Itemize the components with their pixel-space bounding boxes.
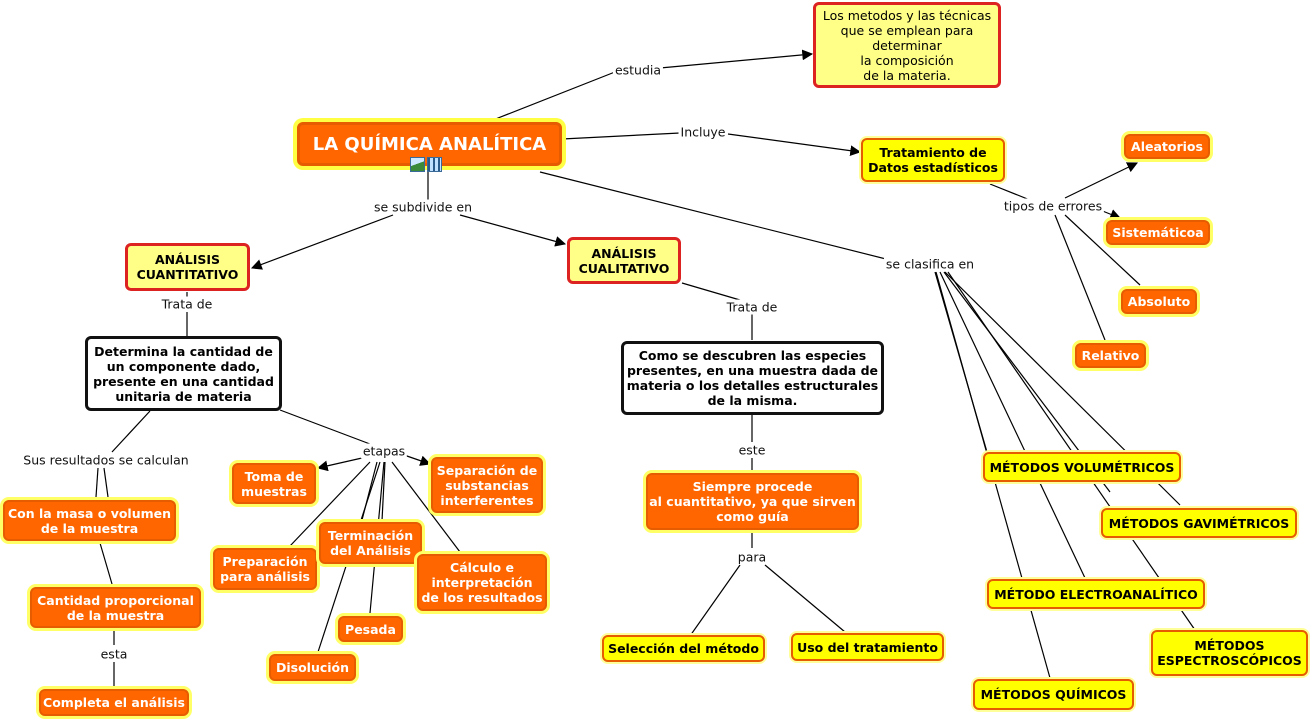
link-para-uso bbox=[764, 564, 846, 633]
label-esta: esta bbox=[98, 646, 130, 662]
link-estudia-definition bbox=[659, 49, 814, 69]
masa-node[interactable]: Con la masa o volumen de la muestra bbox=[3, 500, 176, 541]
link-subdivide-cuantitativo bbox=[250, 214, 394, 270]
link-title-incluye bbox=[561, 132, 681, 140]
link-title-estudia bbox=[492, 69, 621, 121]
label-subdivide: se subdivide en bbox=[371, 199, 475, 215]
link-tratamiento-tipos bbox=[989, 183, 1031, 201]
link-etapas-separacion bbox=[403, 454, 432, 466]
cuantitativo-node[interactable]: ANÁLISIS CUANTITATIVO bbox=[125, 243, 250, 291]
quimicos-node[interactable]: MÉTODOS QUÍMICOS bbox=[973, 679, 1134, 710]
link-subdivide-cualitativo bbox=[459, 214, 567, 247]
toma-node[interactable]: Toma de muestras bbox=[232, 463, 316, 504]
label-tipos: tipos de errores bbox=[1001, 198, 1105, 214]
label-clasifica: se clasifica en bbox=[883, 256, 977, 272]
link-etapas-preparacion bbox=[289, 461, 371, 547]
link-etapas-calculo bbox=[391, 461, 461, 553]
link-masa-cantidad bbox=[99, 542, 113, 585]
label-sus-resultados: Sus resultados se calculan bbox=[21, 452, 191, 468]
calculo-node[interactable]: Cálculo e interpretación de los resultad… bbox=[417, 554, 547, 611]
cualitativo-node[interactable]: ANÁLISIS CUALITATIVO bbox=[567, 237, 681, 284]
relativo-node[interactable]: Relativo bbox=[1075, 343, 1146, 368]
disolucion-node[interactable]: Disolución bbox=[269, 654, 356, 681]
link-tipos-absoluto bbox=[1064, 214, 1141, 286]
link-determina-sus bbox=[111, 410, 151, 453]
label-trata-1: Trata de bbox=[159, 296, 215, 312]
image-icon[interactable] bbox=[410, 157, 425, 172]
label-este: este bbox=[736, 442, 768, 458]
completa-node[interactable]: Completa el análisis bbox=[39, 689, 189, 716]
link-determina-etapas bbox=[279, 409, 371, 445]
uso-node[interactable]: Uso del tratamiento bbox=[791, 633, 944, 661]
link-sus-masa bbox=[95, 467, 99, 498]
film-icon[interactable] bbox=[427, 157, 442, 172]
siempre-node[interactable]: Siempre procede al cuantitativo, ya que … bbox=[646, 473, 859, 530]
title-resources[interactable] bbox=[410, 157, 444, 173]
link-tipos-relativo bbox=[1054, 214, 1106, 341]
electroanalitico-node[interactable]: MÉTODO ELECTROANALÍTICO bbox=[987, 579, 1205, 609]
link-etapas-toma bbox=[316, 457, 363, 472]
sistematicos-node[interactable]: Sistemáticoa bbox=[1106, 220, 1210, 245]
volumetricos-node[interactable]: MÉTODOS VOLUMÉTRICOS bbox=[983, 452, 1181, 482]
cantidad-proporcional-node[interactable]: Cantidad proporcional de la muestra bbox=[30, 587, 201, 628]
link-cualitativo-trata bbox=[681, 282, 741, 301]
terminacion-node[interactable]: Terminación del Análisis bbox=[319, 522, 422, 564]
label-trata-2: Trata de bbox=[724, 299, 780, 315]
label-etapas: etapas bbox=[360, 443, 408, 459]
descubren-node[interactable]: Como se descubren las especies presentes… bbox=[621, 341, 884, 415]
pesada-node[interactable]: Pesada bbox=[338, 616, 403, 642]
espectroscopicos-node[interactable]: MÉTODOS ESPECTROSCÓPICOS bbox=[1151, 630, 1308, 676]
separacion-node[interactable]: Separación de substancias interferentes bbox=[431, 457, 543, 513]
preparacion-node[interactable]: Preparación para análisis bbox=[213, 548, 317, 590]
link-sus-masa2 bbox=[103, 467, 109, 498]
link-tipos-aleatorios bbox=[1064, 162, 1138, 199]
gravimetricos-node[interactable]: MÉTODOS GAVIMÉTRICOS bbox=[1101, 508, 1297, 538]
link-incluye-tratamiento bbox=[727, 133, 862, 157]
aleatorios-node[interactable]: Aleatorios bbox=[1124, 134, 1210, 159]
tratamiento-node[interactable]: Tratamiento de Datos estadísticos bbox=[861, 138, 1005, 182]
link-clasifica-electro bbox=[939, 271, 1086, 579]
label-incluye: Incluye bbox=[678, 124, 728, 140]
label-para: para bbox=[735, 549, 769, 565]
link-para-seleccion bbox=[689, 564, 741, 637]
definition-node[interactable]: Los metodos y las técnicas que se emplea… bbox=[813, 2, 1001, 88]
seleccion-node[interactable]: Selección del método bbox=[602, 635, 765, 662]
absoluto-node[interactable]: Absoluto bbox=[1121, 289, 1197, 314]
label-estudia: estudia bbox=[612, 62, 664, 78]
determina-node[interactable]: Determina la cantidad de un componente d… bbox=[85, 336, 282, 411]
link-title-clasifica bbox=[539, 171, 891, 261]
